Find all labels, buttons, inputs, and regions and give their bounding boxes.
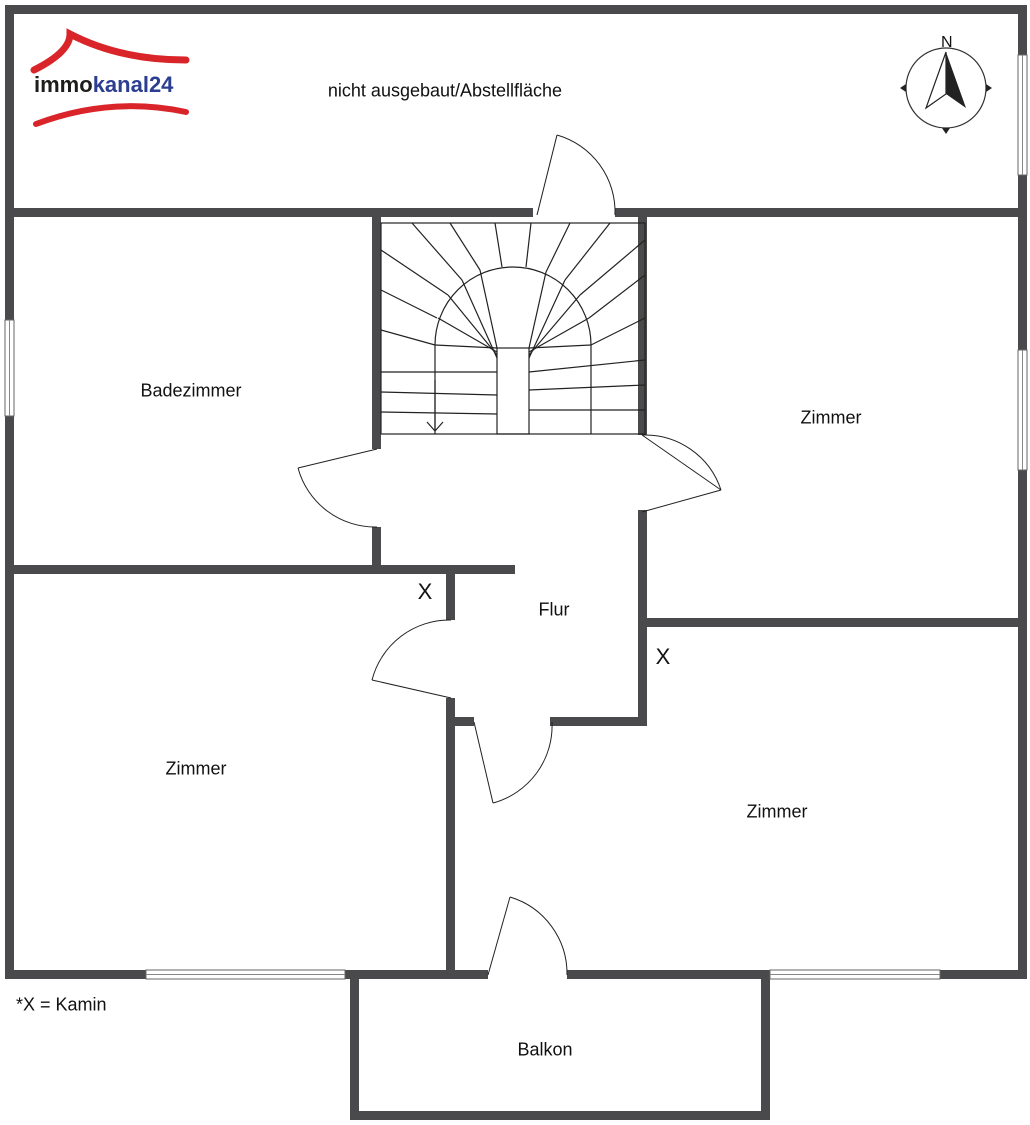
logo-part1: immo (34, 72, 93, 97)
room-label-room-w: Zimmer (165, 758, 227, 779)
doors (297, 134, 722, 976)
window-lines (9, 55, 1023, 975)
room-label-room-ne: Zimmer (800, 407, 862, 428)
fireplace-mark: X (655, 644, 671, 669)
windows (4, 54, 1028, 980)
room-label-attic: nicht ausgebaut/Abstellfläche (327, 80, 563, 101)
logo-part2: kanal24 (92, 72, 174, 97)
room-label-room-se: Zimmer (746, 801, 808, 822)
logo-wordmark: immokanal24 (34, 72, 173, 98)
walls (5, 5, 1027, 1120)
fireplace-mark: X (417, 579, 433, 604)
room-label-hall: Flur (538, 599, 570, 620)
logo-graphic (30, 28, 190, 127)
staircase (380, 222, 646, 435)
compass-north-label: N (941, 34, 953, 51)
room-label-bathroom: Badezimmer (140, 380, 242, 401)
compass (900, 47, 992, 134)
legend-note: *X = Kamin (16, 994, 107, 1015)
room-label-balcony: Balkon (517, 1039, 573, 1060)
